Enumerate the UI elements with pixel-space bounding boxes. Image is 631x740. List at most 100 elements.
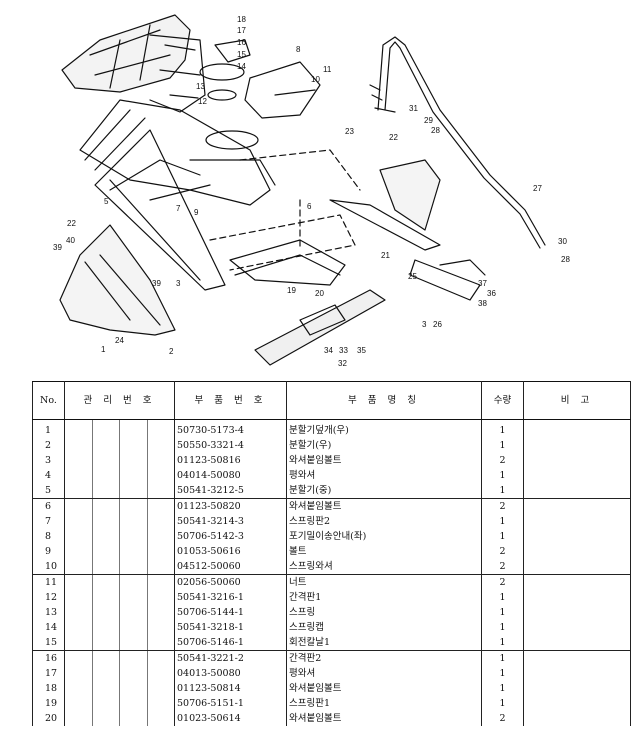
row-note <box>523 544 631 559</box>
callout: 16 <box>237 38 246 47</box>
row-part-name: 간격판2 <box>286 650 482 666</box>
callout: 15 <box>237 50 246 59</box>
row-mgmt-code <box>64 483 175 499</box>
row-no: 12 <box>32 590 65 605</box>
row-part-number: 50541-3221-2 <box>174 650 287 666</box>
row-mgmt-code <box>64 544 175 559</box>
callout: 18 <box>237 15 246 24</box>
col-header-mgmt: 관 리 번 호 <box>64 381 175 420</box>
row-part-number: 50730-5173-4 <box>174 419 287 438</box>
callout: 12 <box>198 97 207 106</box>
callout: 8 <box>296 45 301 54</box>
row-part-name: 와셔붙임볼트 <box>286 453 482 468</box>
callout: 21 <box>381 251 390 260</box>
callout: 24 <box>115 336 124 345</box>
callout: 32 <box>338 359 347 368</box>
row-no: 13 <box>32 605 65 620</box>
row-mgmt-code <box>64 681 175 696</box>
row-part-name: 와셔붙임볼트 <box>286 498 482 514</box>
row-part-number: 50541-3212-5 <box>174 483 287 499</box>
callout: 22 <box>67 219 76 228</box>
row-no: 19 <box>32 696 65 711</box>
row-part-number: 50706-5142-3 <box>174 529 287 544</box>
row-mgmt-code <box>64 438 175 453</box>
row-note <box>523 453 631 468</box>
row-note <box>523 711 631 726</box>
row-no: 8 <box>32 529 65 544</box>
row-no: 17 <box>32 666 65 681</box>
row-part-name: 간격판1 <box>286 590 482 605</box>
callout: 11 <box>323 65 332 74</box>
row-no: 9 <box>32 544 65 559</box>
row-mgmt-code <box>64 529 175 544</box>
row-part-number: 01053-50616 <box>174 544 287 559</box>
row-part-name: 분할기덮개(우) <box>286 419 482 438</box>
row-note <box>523 666 631 681</box>
row-part-name: 포기밀이송안내(좌) <box>286 529 482 544</box>
callout: 39 <box>53 243 62 252</box>
row-note <box>523 529 631 544</box>
row-part-number: 50541-3218-1 <box>174 620 287 635</box>
row-quantity: 1 <box>481 620 524 635</box>
row-part-number: 02056-50060 <box>174 574 287 590</box>
row-quantity: 1 <box>481 605 524 620</box>
row-part-number: 50706-5144-1 <box>174 605 287 620</box>
row-mgmt-code <box>64 498 175 514</box>
row-quantity: 2 <box>481 559 524 575</box>
row-quantity: 1 <box>481 590 524 605</box>
callout: 34 <box>324 346 333 355</box>
row-part-name: 너트 <box>286 574 482 590</box>
row-part-number: 50550-3321-4 <box>174 438 287 453</box>
row-part-name: 스프링캡 <box>286 620 482 635</box>
row-part-name: 분할기(우) <box>286 438 482 453</box>
col-header-qty: 수량 <box>481 381 524 420</box>
row-quantity: 2 <box>481 498 524 514</box>
row-part-number: 01123-50816 <box>174 453 287 468</box>
callout: 40 <box>66 236 75 245</box>
row-part-number: 50706-5151-1 <box>174 696 287 711</box>
row-note <box>523 419 631 438</box>
row-mgmt-code <box>64 514 175 529</box>
row-no: 4 <box>32 468 65 483</box>
callout: 27 <box>533 184 542 193</box>
col-header-note: 비 고 <box>523 381 631 420</box>
row-part-name: 평와셔 <box>286 468 482 483</box>
row-mgmt-code <box>64 590 175 605</box>
row-mgmt-code <box>64 468 175 483</box>
row-note <box>523 605 631 620</box>
callout: 9 <box>194 208 199 217</box>
callout: 3 <box>422 320 427 329</box>
row-mgmt-code <box>64 696 175 711</box>
table-header-row: No. 관 리 번 호 부 품 번 호 부 품 명 칭 수량 비 고 <box>32 381 631 420</box>
row-part-number: 04512-50060 <box>174 559 287 575</box>
row-note <box>523 650 631 666</box>
row-quantity: 1 <box>481 696 524 711</box>
callout: 20 <box>315 289 324 298</box>
row-part-name: 회전칼날1 <box>286 635 482 651</box>
row-quantity: 1 <box>481 514 524 529</box>
row-quantity: 1 <box>481 635 524 651</box>
callout: 36 <box>487 289 496 298</box>
callout: 7 <box>176 204 181 213</box>
row-part-number: 01123-50820 <box>174 498 287 514</box>
row-part-number: 50541-3216-1 <box>174 590 287 605</box>
row-note <box>523 438 631 453</box>
callout: 1 <box>101 345 106 354</box>
callout: 33 <box>339 346 348 355</box>
row-no: 14 <box>32 620 65 635</box>
row-note <box>523 590 631 605</box>
row-part-name: 와셔붙임볼트 <box>286 711 482 726</box>
row-part-number: 04013-50080 <box>174 666 287 681</box>
